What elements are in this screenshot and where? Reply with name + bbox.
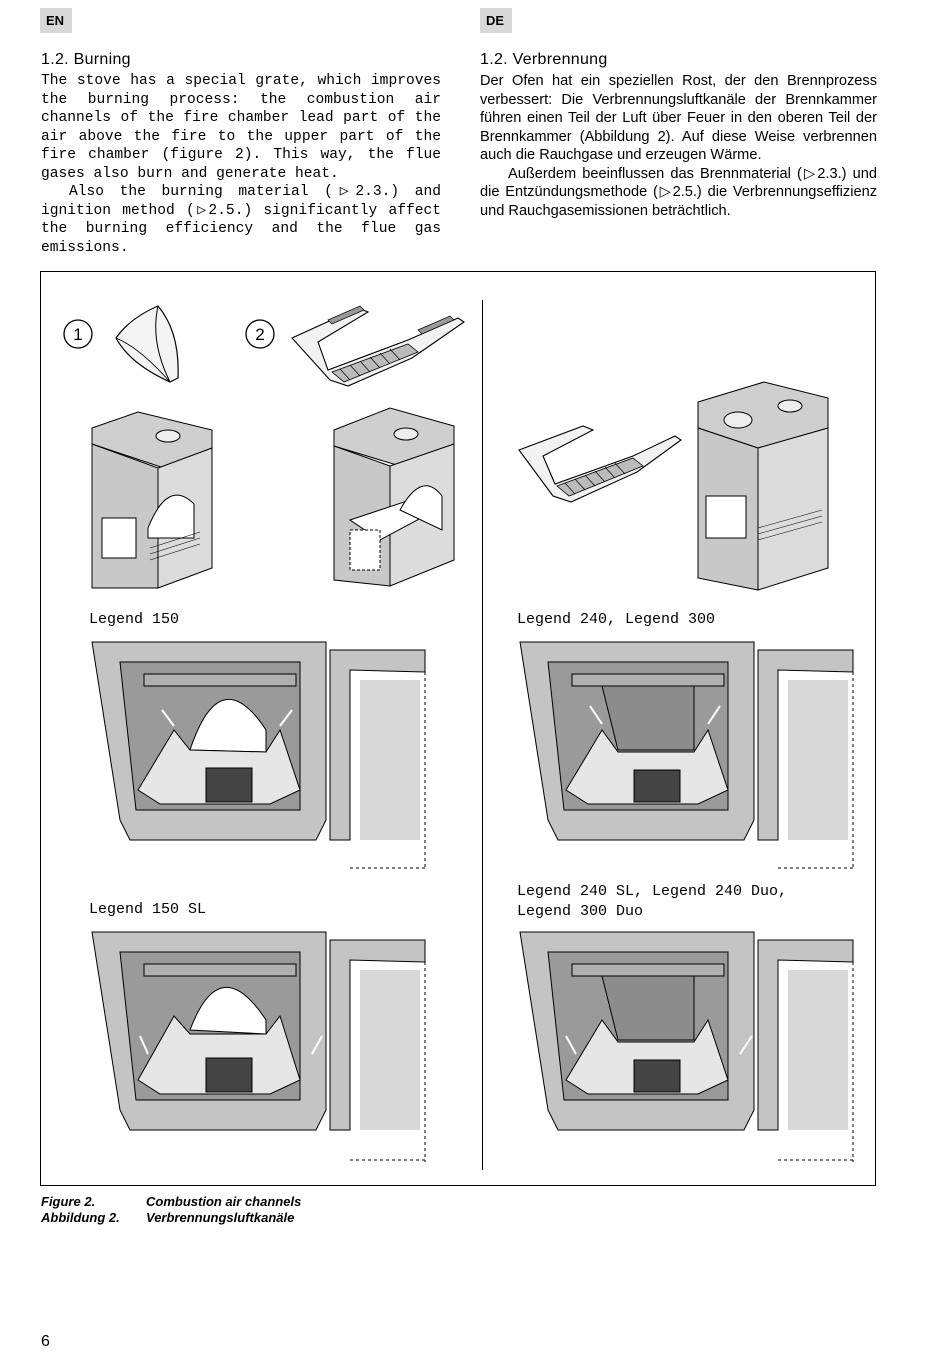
firebox-legend-240-sl xyxy=(519,931,854,1162)
language-tag-de: DE xyxy=(480,8,512,33)
section-heading-de: 1.2. Verbrennung xyxy=(480,51,608,68)
step-2-number: 2 xyxy=(255,325,264,344)
stove-150-sl-exploded-view xyxy=(333,407,455,587)
stove-240-300-exploded-view xyxy=(697,381,829,591)
figure-frame xyxy=(40,271,876,1186)
firebox-legend-240-300 xyxy=(519,641,854,870)
caption-en-text: Combustion air channels xyxy=(146,1194,302,1209)
firebox-legend-150-sl xyxy=(91,931,426,1162)
grate-illustration-right xyxy=(518,425,682,503)
paragraph-de-1: Der Ofen hat ein speziellen Rost, der de… xyxy=(480,73,877,163)
label-legend-150-sl: Legend 150 SL xyxy=(89,901,207,918)
stove-150-exploded-view xyxy=(91,411,213,589)
label-legend-150: Legend 150 xyxy=(89,611,180,628)
step-1-marker: 1 xyxy=(63,319,93,349)
baffle-cone-illustration xyxy=(115,305,179,383)
label-legend-240-300: Legend 240, Legend 300 xyxy=(517,611,716,628)
caption-en-number: Figure 2. xyxy=(41,1194,96,1209)
paragraph-en-2: Also the burning material (▷2.3.) and ig… xyxy=(41,184,441,256)
paragraph-de-2: Außerdem beeinflussen das Brennmaterial … xyxy=(480,165,877,219)
body-text-de: Der Ofen hat ein speziellen Rost, der de… xyxy=(480,72,877,220)
body-text-en: The stove has a special grate, which imp… xyxy=(41,72,441,257)
caption-de-text: Verbrennungsluftkanäle xyxy=(146,1210,295,1225)
label-legend-240-sl: Legend 240 SL, Legend 240 Duo, Legend 30… xyxy=(517,882,787,922)
step-1-number: 1 xyxy=(73,325,82,344)
section-heading-en: 1.2. Burning xyxy=(41,51,131,68)
page-number: 6 xyxy=(41,1333,50,1350)
label-legend-240-sl-line1: Legend 240 SL, Legend 240 Duo, xyxy=(517,883,788,900)
grate-illustration-top xyxy=(291,305,465,387)
step-2-marker: 2 xyxy=(245,319,275,349)
label-legend-240-sl-line2: Legend 300 Duo xyxy=(517,903,644,920)
figure-divider xyxy=(482,300,483,1170)
figure-captions: Figure 2. Combustion air channels Abbild… xyxy=(41,1194,301,1226)
caption-de-number: Abbildung 2. xyxy=(41,1210,120,1225)
paragraph-en-1: The stove has a special grate, which imp… xyxy=(41,73,441,182)
language-tag-en: EN xyxy=(40,8,72,33)
firebox-legend-150 xyxy=(91,641,426,870)
